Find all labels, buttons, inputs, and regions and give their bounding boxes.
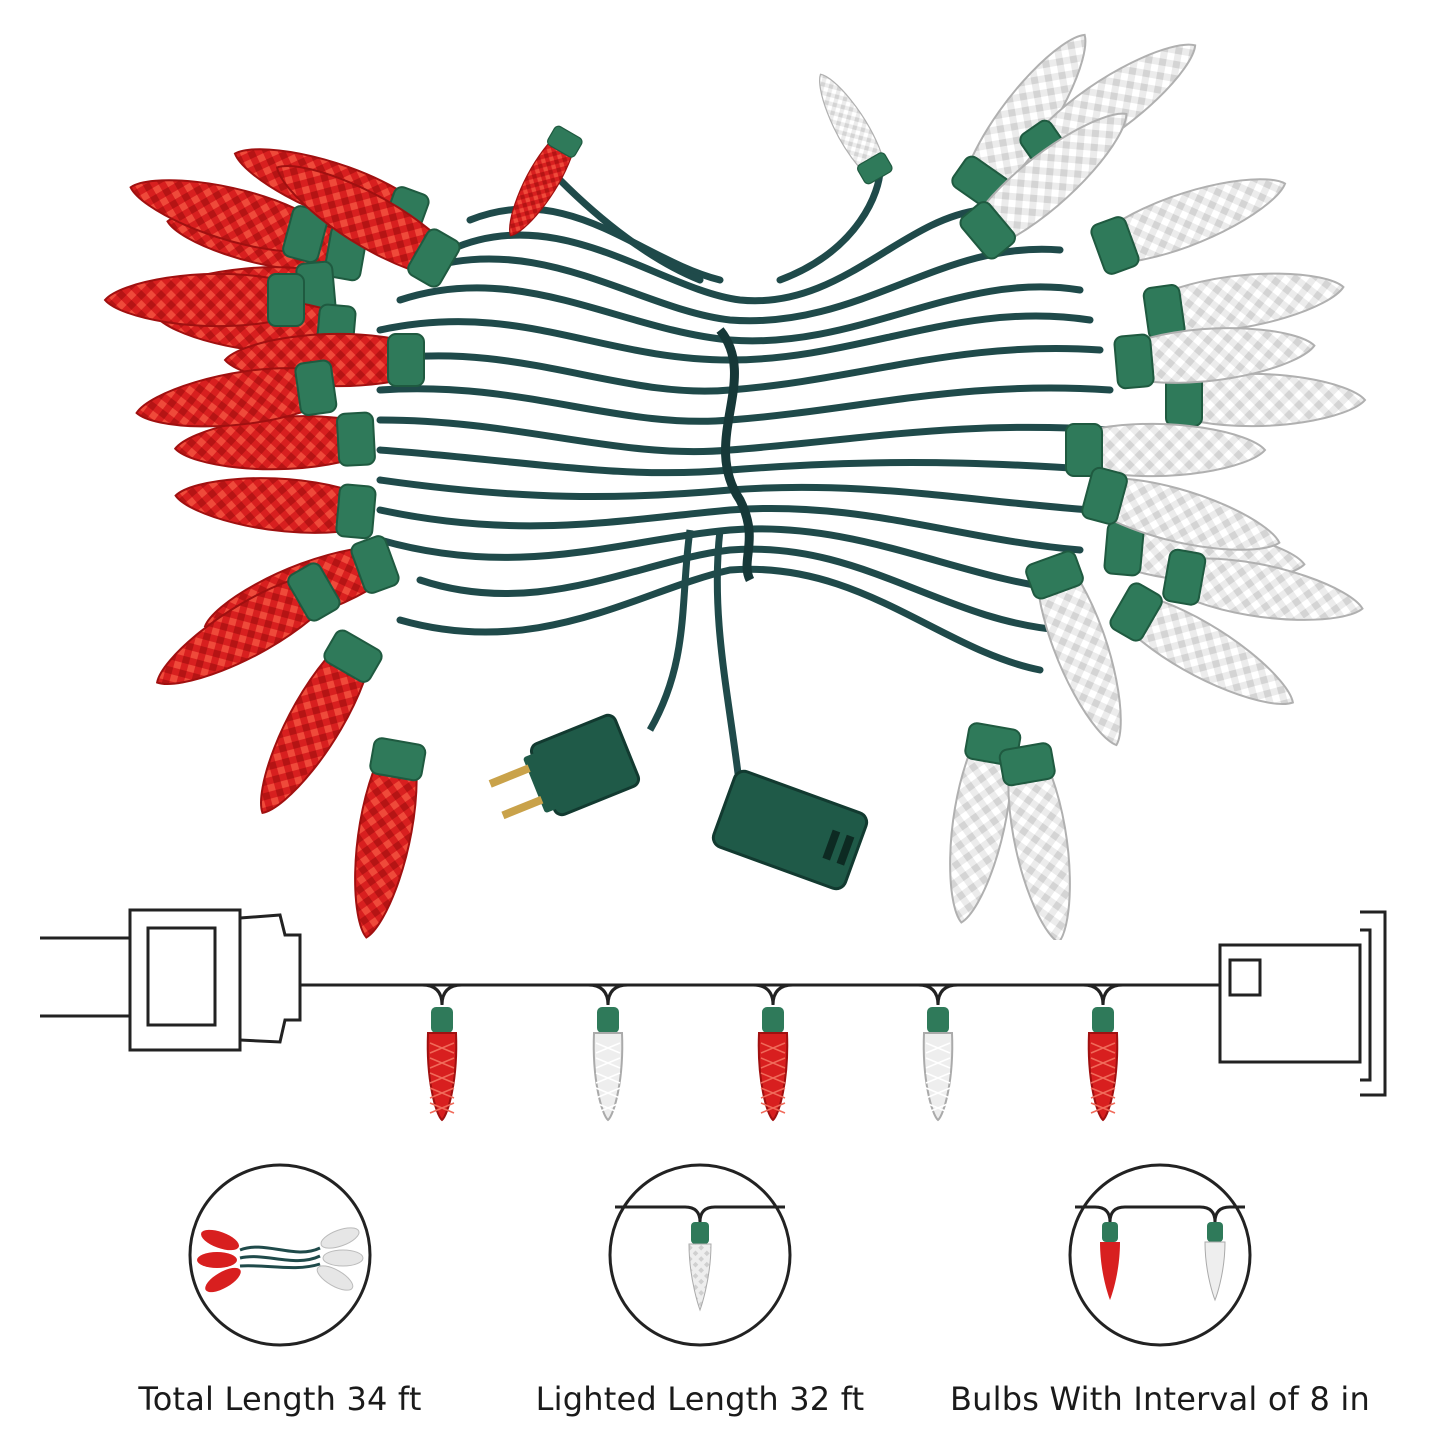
red-bulb-icon xyxy=(752,983,794,1122)
product-photo xyxy=(104,18,1369,940)
clear-bulb-cluster xyxy=(806,18,1369,940)
diagram-bulbs xyxy=(421,983,1124,1122)
male-plug xyxy=(488,713,641,820)
male-plug-outline-icon xyxy=(40,908,302,1052)
feature-total-length: Total Length 34 ft xyxy=(70,1160,490,1418)
female-plug xyxy=(711,769,869,891)
clear-bulb-icon xyxy=(587,983,629,1122)
two-bulbs-interval-icon xyxy=(1068,1163,1252,1347)
red-bulb-cluster xyxy=(104,123,585,940)
feature-lighted-length: Lighted Length 32 ft xyxy=(490,1160,910,1418)
feature-label-total-length: Total Length 34 ft xyxy=(138,1380,422,1418)
single-bulb-icon xyxy=(608,1163,792,1347)
red-bulb-icon xyxy=(1082,983,1124,1122)
plug-leads xyxy=(646,529,744,791)
bundle-tie xyxy=(716,327,755,583)
female-plug-outline-icon xyxy=(1218,910,1387,1097)
string-wiring-diagram xyxy=(40,908,1387,1122)
clear-bulb-icon xyxy=(917,983,959,1122)
coiled-string-icon xyxy=(188,1163,372,1347)
feature-label-lighted-length: Lighted Length 32 ft xyxy=(535,1380,865,1418)
red-bulb-icon xyxy=(421,983,463,1122)
feature-label-bulb-interval: Bulbs With Interval of 8 in xyxy=(950,1380,1370,1418)
feature-bulb-interval: Bulbs With Interval of 8 in xyxy=(950,1160,1370,1418)
